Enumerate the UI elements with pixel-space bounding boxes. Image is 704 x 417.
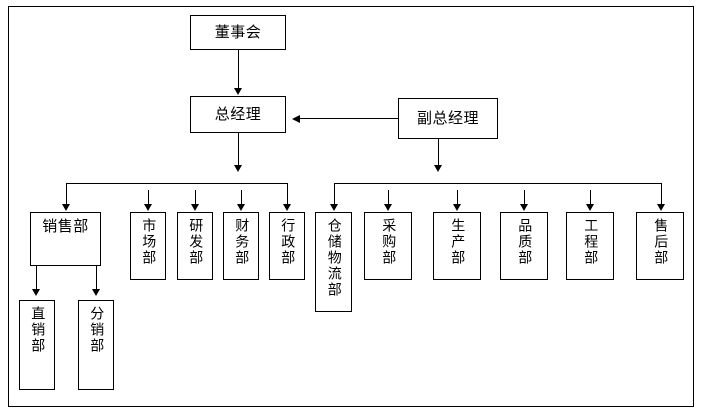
node-warehouse-logistics[interactable]: 仓储物流部 xyxy=(315,212,352,312)
node-after-sales-label: 售后部 xyxy=(652,218,669,266)
node-purchasing-label: 采购部 xyxy=(380,218,397,266)
edge-dgm-to-engineering-drop xyxy=(590,190,591,205)
edge-board-to-gm-arrowhead xyxy=(234,88,242,95)
edge-gm-bus-horizontal xyxy=(66,183,288,184)
node-distribution[interactable]: 分销部 xyxy=(78,300,114,390)
edge-sales-to-direct-drop xyxy=(36,266,37,290)
edge-gm-to-marketing-arrowhead xyxy=(144,204,152,211)
edge-gm-to-administration-arrowhead xyxy=(283,204,291,211)
edge-sales-to-distribution-arrowhead xyxy=(92,289,100,296)
edge-dgm-to-warehouse-arrowhead xyxy=(330,204,338,211)
edge-dgm-to-after-sales-arrowhead xyxy=(657,204,665,211)
node-sales-label: 销售部 xyxy=(42,217,89,236)
node-administration-label: 行政部 xyxy=(279,218,296,266)
node-after-sales[interactable]: 售后部 xyxy=(636,212,684,280)
node-quality[interactable]: 品质部 xyxy=(500,212,548,280)
edge-dgm-to-engineering-arrowhead xyxy=(586,204,594,211)
node-deputy-general-manager[interactable]: 副总经理 xyxy=(398,98,498,139)
edge-dgm-to-quality-arrowhead xyxy=(520,204,528,211)
edge-gm-to-finance-arrowhead xyxy=(237,204,245,211)
edge-dgm-to-purchasing-arrowhead xyxy=(384,204,392,211)
edge-dgm-to-gm-arrowhead xyxy=(292,115,300,123)
edge-gm-bus-stem-arrowhead xyxy=(234,165,242,172)
edge-dgm-to-quality-drop xyxy=(524,190,525,205)
edge-sales-to-distribution-drop xyxy=(96,266,97,290)
node-deputy-general-manager-label: 副总经理 xyxy=(416,108,479,127)
edge-dgm-to-after-sales-drop xyxy=(661,183,662,205)
node-marketing-label: 市场部 xyxy=(140,218,157,266)
node-finance[interactable]: 财务部 xyxy=(223,212,259,280)
node-board-label: 董事会 xyxy=(214,22,262,41)
node-distribution-label: 分销部 xyxy=(88,306,105,354)
node-general-manager[interactable]: 总经理 xyxy=(190,96,286,133)
edge-dgm-bus-horizontal xyxy=(334,183,661,184)
node-rnd[interactable]: 研发部 xyxy=(177,212,213,280)
edge-dgm-bus-stem xyxy=(438,139,439,167)
node-production[interactable]: 生产部 xyxy=(433,212,481,280)
node-marketing[interactable]: 市场部 xyxy=(130,212,166,280)
edge-gm-to-administration-drop xyxy=(287,183,288,205)
edge-dgm-to-warehouse-drop xyxy=(334,183,335,205)
node-warehouse-logistics-label: 仓储物流部 xyxy=(325,218,342,298)
edge-gm-to-finance-drop xyxy=(241,190,242,205)
edge-dgm-to-purchasing-drop xyxy=(388,190,389,205)
edge-dgm-to-production-arrowhead xyxy=(453,204,461,211)
edge-dgm-to-production-drop xyxy=(457,190,458,205)
node-direct-sales-label: 直销部 xyxy=(29,306,46,354)
node-direct-sales[interactable]: 直销部 xyxy=(19,300,55,390)
node-rnd-label: 研发部 xyxy=(187,218,204,266)
edge-dgm-bus-stem-arrowhead xyxy=(434,165,442,172)
edge-board-to-gm-line xyxy=(238,50,239,88)
node-production-label: 生产部 xyxy=(449,218,466,266)
node-engineering[interactable]: 工程部 xyxy=(566,212,614,280)
node-administration[interactable]: 行政部 xyxy=(269,212,305,280)
node-finance-label: 财务部 xyxy=(233,218,250,266)
edge-gm-to-marketing-drop xyxy=(148,190,149,205)
diagram-frame xyxy=(8,6,694,407)
edge-gm-to-sales-drop xyxy=(66,183,67,205)
node-general-manager-label: 总经理 xyxy=(214,104,262,123)
node-purchasing[interactable]: 采购部 xyxy=(364,212,412,280)
edge-gm-to-sales-arrowhead xyxy=(62,204,70,211)
node-engineering-label: 工程部 xyxy=(582,218,599,266)
edge-sales-to-direct-arrowhead xyxy=(32,289,40,296)
node-quality-label: 品质部 xyxy=(516,218,533,266)
edge-dgm-to-gm-line xyxy=(300,118,398,119)
node-sales[interactable]: 销售部 xyxy=(30,212,101,266)
node-board[interactable]: 董事会 xyxy=(190,15,286,50)
edge-gm-bus-stem xyxy=(238,133,239,167)
edge-gm-to-rnd-drop xyxy=(195,190,196,205)
edge-gm-to-rnd-arrowhead xyxy=(191,204,199,211)
